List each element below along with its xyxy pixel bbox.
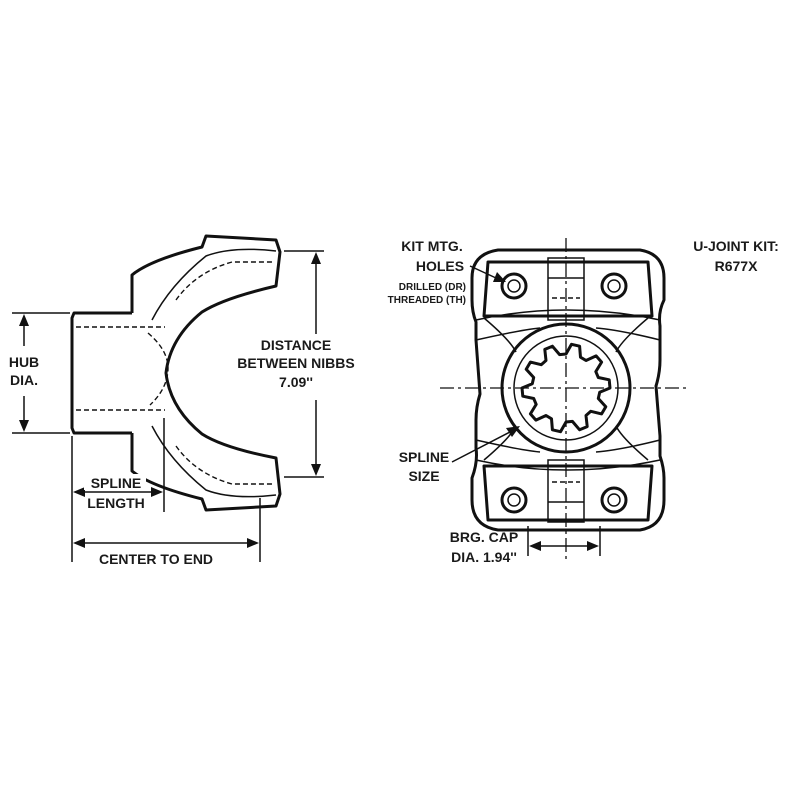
mounting-hole-br	[600, 486, 628, 514]
kit-mtg-label-1: KIT MTG.	[401, 238, 462, 254]
center-to-end-dimension: CENTER TO END	[73, 498, 261, 567]
yoke-side-view	[70, 234, 282, 512]
hub-dia-label-1: HUB	[9, 354, 39, 370]
brg-cap-label-2: DIA. 1.94''	[451, 549, 517, 565]
spline-length-label-1: SPLINE	[91, 475, 142, 491]
yoke-end-view	[440, 238, 690, 560]
nibbs-value: 7.09''	[279, 374, 313, 390]
nibbs-label-1: DISTANCE	[261, 337, 332, 353]
lower-pad-outline	[482, 464, 654, 522]
hub-dia-label-2: DIA.	[10, 372, 38, 388]
mounting-hole-tl	[500, 272, 528, 300]
nibbs-label-2: BETWEEN NIBBS	[237, 355, 354, 371]
upper-ear-contour	[151, 248, 277, 321]
lower-ear-contour	[151, 425, 277, 498]
ear-hidden-lower	[175, 445, 274, 485]
brg-cap-dimension: BRG. CAP DIA. 1.94''	[450, 526, 601, 565]
ear-hidden-upper	[175, 261, 274, 301]
mounting-holes	[500, 272, 628, 514]
threaded-label: THREADED (TH)	[388, 295, 466, 306]
bore-end-hidden-arc	[147, 332, 169, 406]
spline-length-dimension: SPLINE LENGTH	[71, 418, 165, 562]
kit-mtg-holes-callout: KIT MTG. HOLES DRILLED (DR) THREADED (TH…	[388, 238, 506, 306]
spline-size-label-1: SPLINE	[399, 449, 450, 465]
spline-length-label-2: LENGTH	[87, 495, 145, 511]
spline-size-callout: SPLINE SIZE	[399, 426, 520, 484]
yoke-body-outline	[130, 234, 282, 512]
brg-cap-label-1: BRG. CAP	[450, 529, 518, 545]
nibbs-dimension: DISTANCE BETWEEN NIBBS 7.09''	[237, 250, 355, 478]
drilled-label: DRILLED (DR)	[399, 282, 466, 293]
ujoint-kit-label: U-JOINT KIT:	[693, 238, 779, 254]
ujoint-kit-number: R677X	[715, 258, 758, 274]
mounting-hole-bl	[500, 486, 528, 514]
hub-dia-dimension: HUB DIA.	[9, 312, 70, 434]
hub-outline	[70, 311, 132, 435]
mounting-hole-tr	[600, 272, 628, 300]
spline-size-label-2: SIZE	[408, 468, 439, 484]
upper-pad-outline	[482, 260, 654, 318]
center-to-end-label: CENTER TO END	[99, 551, 213, 567]
ujoint-kit-callout: U-JOINT KIT: R677X	[693, 238, 779, 274]
end-view-outline	[470, 248, 666, 532]
kit-mtg-label-2: HOLES	[416, 258, 464, 274]
